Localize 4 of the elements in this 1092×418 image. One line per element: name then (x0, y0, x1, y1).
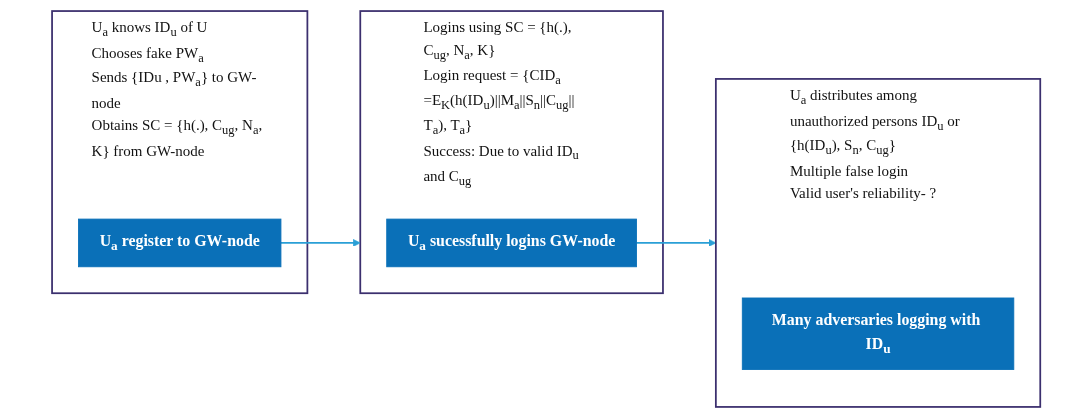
node-box: Many adversaries logging with ID$_{u}$ (741, 297, 1015, 370)
node-box: U$_{a}$ register to GW-node (77, 218, 282, 268)
arrow (279, 239, 361, 247)
node-box: U$_{a}$ sucessfully logins GW-node (386, 218, 637, 268)
